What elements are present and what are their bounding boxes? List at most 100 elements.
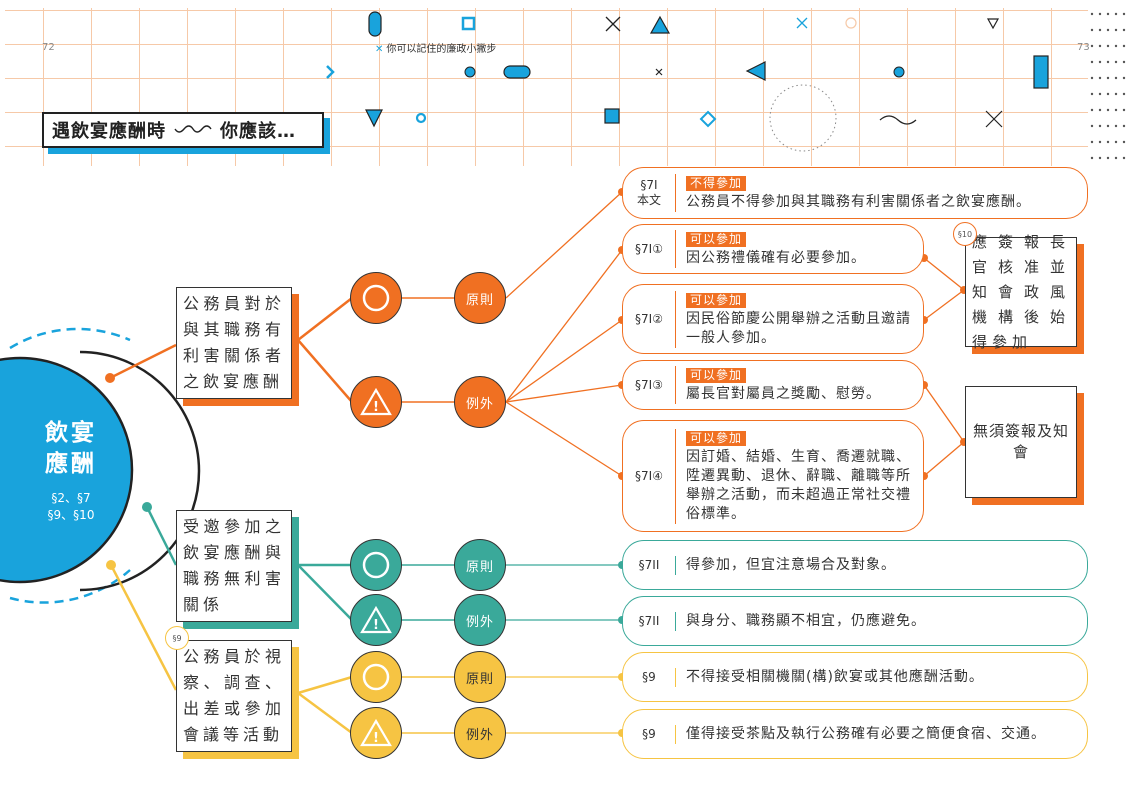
section-title-part1: 遇飲宴應酬時 — [52, 121, 166, 142]
badge-allowed: 可以參加 — [686, 368, 747, 383]
rule-7-2-exception: §7II 與身分、職務顯不相宜，仍應避免。 — [622, 596, 1088, 646]
rule-body: 可以參加屬長官對屬員之獎勵、慰勞。 — [675, 366, 923, 404]
badge-not-allowed: 不得參加 — [686, 176, 747, 191]
warning-icon-teal: ! — [350, 594, 402, 646]
section-title: 遇飲宴應酬時 你應該… — [42, 112, 324, 148]
rule-9-exception: §9 僅得接受茶點及執行公務確有必要之簡便食宿、交通。 — [622, 709, 1088, 759]
cube-icon — [604, 108, 620, 124]
rule-body: 可以參加因民俗節慶公開舉辦之活動且邀請一般人參加。 — [675, 290, 923, 348]
rule-ref: §7I③ — [635, 377, 663, 392]
section-title-part2: 你應該… — [220, 121, 296, 142]
capsule-icon — [368, 11, 382, 37]
hub-dashed-arc-top — [9, 327, 131, 350]
dot-matrix-icon — [1090, 12, 1126, 160]
square-icon — [461, 16, 476, 31]
page-number-right: 73 — [1077, 42, 1090, 53]
hub-title: 飲宴 應酬 — [36, 418, 106, 480]
warning-icon-yellow: ! — [350, 707, 402, 759]
series-title-text: 你可以記住的廉政小撇步 — [386, 44, 497, 55]
header-decorations — [326, 11, 1126, 160]
category-inspection-trip: 公務員於視察、調查、出差或參加會議等活動 — [176, 640, 292, 752]
page-number-left: 72 — [42, 42, 55, 53]
principle-label-yellow: 原則 — [454, 651, 506, 703]
rule-text: 不得接受相關機關(構)飲宴或其他應酬活動。 — [675, 667, 1087, 687]
hub-title-line2: 應酬 — [45, 451, 97, 477]
ref-tag-section-9: §9 — [165, 626, 189, 650]
diamond-icon — [699, 110, 717, 128]
hub-ref-line1: §2、§7 — [51, 491, 91, 505]
dot-icon-right — [893, 66, 905, 78]
rule-text: 因公務禮儀確有必要參加。 — [686, 250, 866, 266]
svg-text:!: ! — [373, 731, 379, 746]
triangle-down-blue-icon — [365, 109, 383, 128]
exception-label-yellow: 例外 — [454, 707, 506, 759]
x-icon-bottom — [985, 110, 1003, 128]
ref-tag-section-10: §10 — [953, 222, 977, 246]
rule-body: 可以參加因訂婚、結婚、生育、喬遷就職、陞遷異動、退休、辭職、離職等所舉辦之活動，… — [675, 428, 923, 524]
dotted-circle-icon — [769, 84, 837, 152]
hub-title-line1: 飲宴 — [45, 420, 97, 446]
badge-allowed: 可以參加 — [686, 430, 747, 446]
rule-ref: §7I② — [635, 311, 663, 326]
principle-label-teal: 原則 — [454, 539, 506, 591]
pill-icon — [503, 65, 531, 79]
rule-text: 與身分、職務顯不相宜，仍應避免。 — [675, 611, 1087, 631]
principle-circle-icon-yellow — [350, 651, 402, 703]
outcome-no-report: 無須簽報及知會 — [965, 386, 1077, 498]
rule-text: 因訂婚、結婚、生育、喬遷就職、陞遷異動、退休、辭職、離職等所舉辦之活動，而未超過… — [686, 448, 911, 522]
cross-icon: ✕ — [375, 44, 384, 55]
principle-circle-icon-teal — [350, 539, 402, 591]
rule-text: 屬長官對屬員之獎勵、慰勞。 — [686, 386, 881, 402]
triangle-down-icon — [986, 18, 1000, 30]
triangle-left-icon — [745, 61, 766, 81]
rule-ref: §7I④ — [635, 468, 663, 483]
rule-ref: §7II — [638, 613, 660, 628]
principle-circle-icon-orange — [350, 272, 402, 324]
exception-label-teal: 例外 — [454, 594, 506, 646]
badge-allowed: 可以參加 — [686, 292, 747, 308]
rule-text: 僅得接受茶點及執行公務確有必要之簡便食宿、交通。 — [675, 724, 1087, 744]
rule-ref: §9 — [642, 726, 656, 741]
series-title: ✕你可以記住的廉政小撇步 — [375, 40, 496, 55]
category-no-conflict: 受邀參加之飲宴應酬與職務無利害關係 — [176, 510, 292, 622]
rule-7-2-principle: §7II 得參加，但宜注意場合及對象。 — [622, 540, 1088, 590]
rule-text: 得參加，但宜注意場合及對象。 — [675, 555, 1087, 575]
rule-9-principle: §9 不得接受相關機關(構)飲宴或其他應酬活動。 — [622, 652, 1088, 702]
principle-label-orange: 原則 — [454, 272, 506, 324]
rule-7-1-2: §7I② 可以參加因民俗節慶公開舉辦之活動且邀請一般人參加。 — [622, 284, 924, 354]
dot-icon — [464, 66, 476, 78]
svg-text:!: ! — [373, 400, 379, 415]
category-conflict-of-interest: 公務員對於與其職務有利害關係者之飲宴應酬 — [176, 287, 292, 399]
hub-refs: §2、§7 §9、§10 — [34, 490, 108, 524]
ring-icon — [415, 112, 427, 124]
x-icon — [605, 16, 621, 32]
badge-allowed: 可以參加 — [686, 232, 747, 247]
x-icon-small — [796, 17, 808, 29]
outcome-report-required: 應簽報長官核准並知會政風機構後始得參加 — [965, 233, 1077, 351]
rule-ref-line2: 本文 — [636, 193, 661, 207]
rule-7-1-1: §7I① 可以參加因公務禮儀確有必要參加。 — [622, 224, 924, 274]
hub-circle-svg — [0, 356, 134, 584]
block-icon — [1033, 55, 1049, 89]
rule-7-1-3: §7I③ 可以參加屬長官對屬員之獎勵、慰勞。 — [622, 360, 924, 410]
chevron-right-icon — [326, 65, 335, 79]
warning-icon-orange: ! — [350, 376, 402, 428]
triangle-icon — [649, 15, 671, 34]
rule-ref: §7II — [638, 557, 660, 572]
svg-text:!: ! — [373, 618, 379, 633]
rule-ref: §7I① — [635, 241, 663, 256]
wave-icon-title — [174, 125, 212, 133]
circle-outline-icon — [845, 17, 857, 29]
rule-ref: §9 — [642, 669, 656, 684]
hub-ref-line2: §9、§10 — [47, 508, 95, 522]
x-icon-tiny — [655, 68, 663, 76]
wave-icon — [879, 115, 917, 125]
rule-text: 因民俗節慶公開舉辦之活動且邀請一般人參加。 — [686, 310, 911, 346]
rule-body: 可以參加因公務禮儀確有必要參加。 — [675, 230, 923, 268]
rule-ref-line1: §7I — [640, 178, 658, 192]
exception-label-orange: 例外 — [454, 376, 506, 428]
rule-text: 公務員不得參加與其職務有利害關係者之飲宴應酬。 — [686, 194, 1031, 210]
